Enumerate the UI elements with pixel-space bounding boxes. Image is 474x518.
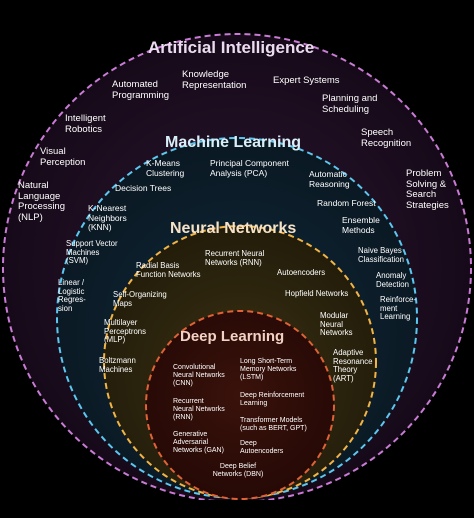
dl-item-deep-reinforcement-learning: Deep Reinforcement Learning [240,392,305,407]
dl-item-rnn: Recurrent Neural Networks (RNN) [173,398,225,421]
nn-item-boltzmann: Boltzmann Machines [99,356,136,374]
nn-item-modular: Modular Neural Networks [320,311,353,338]
dl-item-transformer-models: Transformer Models (such as BERT, GPT) [240,417,307,432]
ai-item-automated-programming: Automated Programming [112,79,170,101]
dl-item-gan: Generative Adversarial Networks (GAN) [173,431,224,454]
ml-item-reinforcement-learning: Reinforce- ment Learning [380,295,416,322]
ai-item-speech-recognition: Speech Recognition [361,127,412,149]
dl-item-deep-autoencoders: Deep Autoencoders [240,440,284,455]
nn-item-mlp: Multilayer Perceptrons (MLP) [104,318,147,345]
ai-item-nlp: Natural Language Processing (NLP) [18,180,65,223]
ml-item-naive-bayes: Naive Bayes Classification [358,246,404,264]
dl-item-lstm: Long Short-Term Memory Networks (LSTM) [240,358,297,381]
dl-item-dbn: Deep Belief Networks (DBN) [212,463,264,478]
ml-item-anomaly-detection: Anomaly Detection [376,271,409,289]
nn-item-rbf: Radial Basis Function Networks [136,261,201,279]
ml-item-decision-trees: Decision Trees [115,183,172,193]
nn-item-art: Adaptive Resonance Theory (ART) [333,348,373,384]
ai-item-knowledge-representation: Knowledge Representation [182,69,247,91]
ml-item-ensemble: Ensemble Methods [342,215,380,235]
ai-item-problem-solving: Problem Solving & Search Strategies [406,168,449,211]
ml-title: Machine Learning [165,134,302,151]
ml-item-automatic-reasoning: Automatic Reasoning [309,169,350,189]
ml-item-random-forest: Random Forest [317,198,376,208]
ai-item-expert-systems: Expert Systems [273,75,340,86]
dl-title: Deep Learning [180,328,285,345]
nn-title: Neural Networks [170,220,297,237]
ml-item-knn: K-Nearest Neighbors (KNN) [88,203,127,233]
ai-item-visual-perception: Visual Perception [40,146,86,168]
nn-item-autoencoders: Autoencoders [277,268,326,277]
nn-item-rnn: Recurrent Neural Networks (RNN) [205,249,265,267]
ml-item-logistic-regression: Linear / Logistic Regres- sion [58,278,86,314]
nn-item-hopfield: Hopfield Networks [285,289,349,298]
ml-item-kmeans: K-Means Clustering [146,158,185,178]
nn-item-som: Self-Organizing Maps [113,290,167,308]
dl-circle [145,310,335,500]
bottom-bar [0,500,474,518]
ai-item-intelligent-robotics: Intelligent Robotics [65,113,106,135]
ml-item-pca: Principal Component Analysis (PCA) [210,158,289,178]
ai-title: Artificial Intelligence [148,38,315,57]
ml-item-svm: Support Vector Machines (SVM) [66,239,118,266]
ai-item-planning-scheduling: Planning and Scheduling [322,93,378,115]
dl-item-cnn: Convolutional Neural Networks (CNN) [173,364,225,387]
